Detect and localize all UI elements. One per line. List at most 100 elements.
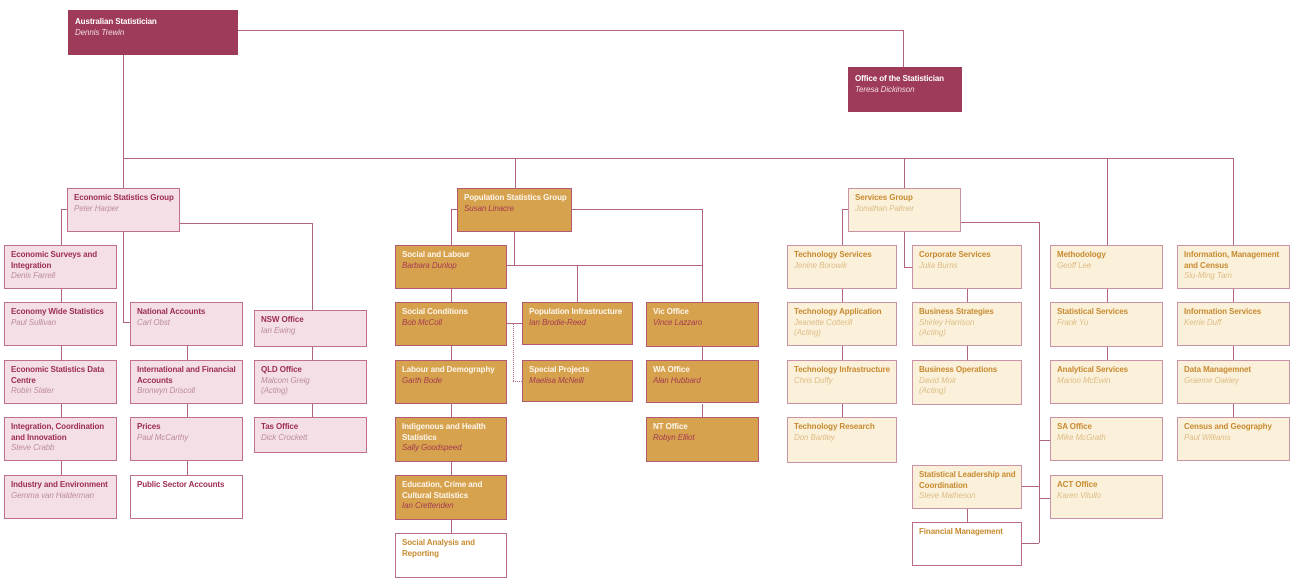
connector-line [61,289,62,302]
connector-line [451,289,452,302]
node-information-services-person: Kerrie Duff [1184,317,1222,327]
connector-line [451,519,452,533]
connector-line [61,209,67,210]
node-social-analysis-and-reporting-title: Social Analysis and Reporting [402,538,475,558]
node-information-services-title: Information Services [1184,307,1262,316]
node-national-accounts-title: National Accounts [137,307,206,316]
node-population-infrastructure-person: Ian Brodie-Reed [529,317,586,327]
connector-line [904,232,905,267]
node-international-and-financial-accounts-person: Bronwyn Driscoll [137,386,195,395]
node-census-and-geography-title: Census and Geography [1184,422,1272,431]
node-tas-office-person: Dick Crockett [261,432,308,442]
connector-line [903,30,904,67]
node-technology-research-title: Technology Research [794,422,875,431]
connector-line [514,232,515,265]
connector-line [904,267,912,268]
connector-line [507,323,522,324]
connector-line [904,158,905,188]
node-economic-statistics-data-centre-person: Robin Slater [11,386,54,395]
node-nsw-office-title: NSW Office [261,315,304,324]
node-australian-statistician-title: Australian Statistician [75,17,157,26]
node-integration-coordination-and-innovation-title: Integration, Coordination and Innovation [11,422,105,442]
connector-line [1039,498,1050,499]
connector-line [312,223,313,310]
node-statistical-leadership-and-coordination-title: Statistical Leadership and Coordination [919,470,1016,490]
node-indigenous-and-health-statistics-person: Sally Goodspeed [402,443,462,452]
connector-line [702,404,703,417]
node-industry-and-environment-person: Gemma van Halderman [11,490,95,500]
node-nsw-office-person: Ian Ewing [261,325,296,335]
node-corporate-services-title: Corporate Services [919,250,991,259]
connector-line [1022,486,1039,487]
node-indigenous-and-health-statistics-title: Indigenous and Health Statistics [402,422,486,442]
node-integration-coordination-and-innovation: Integration, Coordination and Innovation… [4,417,117,461]
connector-line [1039,222,1040,543]
node-education-crime-and-cultural-statistics-title: Education, Crime and Cultural Statistics [402,480,483,500]
connector-line [61,461,62,475]
node-technology-services-title: Technology Services [794,250,872,259]
node-analytical-services-person: Marion McEwin [1057,375,1111,385]
connector-line [187,461,188,475]
connector-line [1039,440,1050,441]
node-social-and-labour-title: Social and Labour [402,250,470,259]
node-data-management-person: Graeme Oakley [1184,375,1239,385]
node-methodology-title: Methodology [1057,250,1106,259]
node-technology-infrastructure-person: Chris Duffy [794,375,833,385]
node-corporate-services-person: Julia Burns [919,260,958,270]
node-economic-statistics-data-centre-title: Economic Statistics Data Centre [11,365,105,385]
node-economy-wide-statistics-title: Economy Wide Statistics [11,307,104,316]
node-sa-office-title: SA Office [1057,422,1092,431]
node-financial-management-title: Financial Management [919,527,1003,536]
node-economic-statistics-group-person: Peter Harper [74,203,119,213]
node-act-office-title: ACT Office [1057,480,1098,489]
node-social-conditions-person: Bob McColl [402,317,442,327]
connector-line [312,404,313,417]
connector-line [451,209,452,245]
connector-line [507,265,702,266]
node-information-management-and-census-person: Siu-Ming Tam [1184,271,1232,280]
node-industry-and-environment-title: Industry and Environment [11,480,108,489]
node-nt-office-person: Robyn Elliot [653,432,695,442]
node-vic-office-person: Vince Lazzaro [653,317,703,327]
node-education-crime-and-cultural-statistics: Education, Crime and Cultural Statistics… [395,475,507,520]
node-integration-coordination-and-innovation-person: Steve Crabb [11,443,55,452]
node-economic-statistics-group-title: Economic Statistics Group [74,193,174,202]
node-population-infrastructure-title: Population Infrastructure [529,307,623,316]
connector-line [187,404,188,417]
node-economic-surveys-and-integration-title: Economic Surveys and Integration [11,250,98,270]
node-analytical-services-title: Analytical Services [1057,365,1129,374]
connector-line [515,158,516,188]
node-social-analysis-and-reporting: Social Analysis and Reporting [395,533,507,578]
connector-line [187,346,188,360]
connector-line [123,322,130,323]
connector-line [1107,346,1108,360]
node-special-projects-person: Maelisa McNeill [529,375,584,385]
connector-line [61,346,62,360]
connector-line [123,158,1233,159]
connector-line [1233,289,1234,302]
connector-line [123,55,124,188]
node-international-and-financial-accounts-title: International and Financial Accounts [137,365,236,385]
